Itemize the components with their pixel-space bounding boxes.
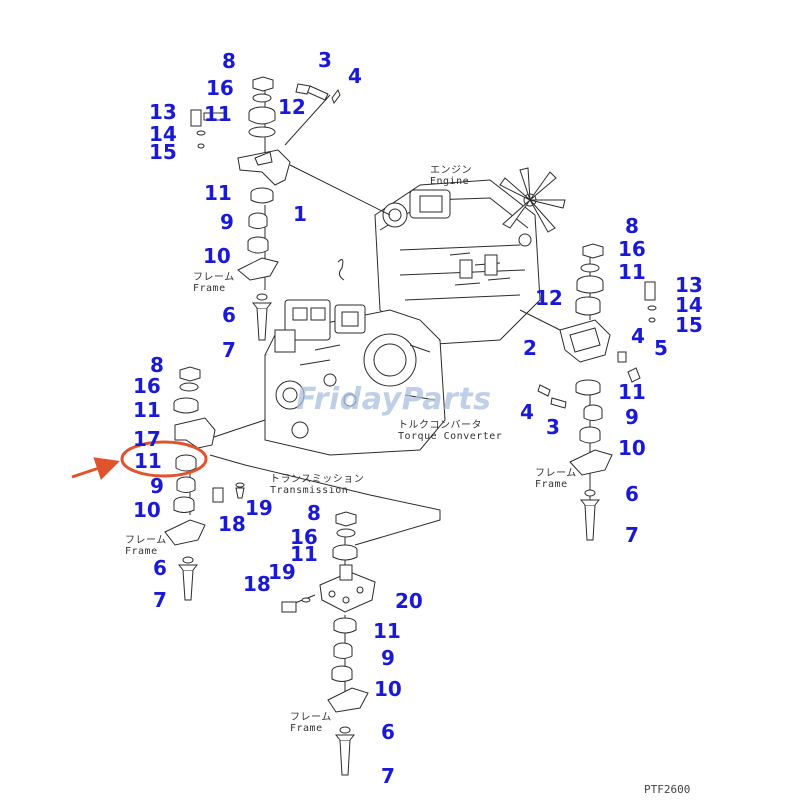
callout-11: 11 [133,398,161,422]
callout-10: 10 [203,244,231,268]
mount-stack-top-left [190,76,341,341]
callout-11: 11 [204,102,232,126]
linework [164,76,657,776]
callout-5: 5 [654,336,668,360]
callout-7: 7 [222,338,236,362]
callout-9: 9 [381,646,395,670]
callout-11-highlighted: 11 [134,449,162,473]
callout-9: 9 [150,474,164,498]
callout-7: 7 [625,523,639,547]
mount-stack-top-right [537,243,657,541]
callout-14: 14 [149,122,177,146]
drawing-reference: PTF2600 [644,783,691,796]
callout-8: 8 [222,49,236,73]
callout-7: 7 [153,588,167,612]
callout-6: 6 [381,720,395,744]
callout-3: 3 [546,415,560,439]
engine-block [374,179,541,346]
callout-18: 18 [243,572,271,596]
mount-stack-bottom-center [281,511,376,776]
callout-16: 16 [206,76,234,100]
callout-8: 8 [150,353,164,377]
callout-19: 19 [268,560,296,584]
callout-19: 19 [245,496,273,520]
callout-1: 1 [293,202,307,226]
callout-6: 6 [625,482,639,506]
highlight-ellipse [120,440,208,478]
callout-14: 14 [675,293,703,317]
callout-12: 12 [535,286,563,310]
callout-6: 6 [153,556,167,580]
callout-8: 8 [307,501,321,525]
callout-11: 11 [618,380,646,404]
callout-4: 4 [631,324,645,348]
callout-9: 9 [220,210,234,234]
callout-6: 6 [222,303,236,327]
callout-18: 18 [218,512,246,536]
callout-9: 9 [625,405,639,429]
callout-2: 2 [523,336,537,360]
callout-10: 10 [374,677,402,701]
callout-4: 4 [348,64,362,88]
callout-16: 16 [290,525,318,549]
transmission-housing [264,299,446,456]
hose-clip [337,259,345,281]
watermark-logo: FridayParts [296,382,492,417]
fan [499,167,566,233]
callout-12: 12 [278,95,306,119]
callout-8: 8 [625,214,639,238]
highlight-arrow [71,457,120,481]
callout-13: 13 [675,273,703,297]
callout-15: 15 [675,313,703,337]
callout-10: 10 [618,436,646,460]
callout-4: 4 [520,400,534,424]
callout-20: 20 [395,589,423,613]
callout-11: 11 [204,181,232,205]
callout-16: 16 [618,237,646,261]
callout-11: 11 [618,260,646,284]
callout-11: 11 [290,542,318,566]
callout-3: 3 [318,48,332,72]
callout-15: 15 [149,140,177,164]
callout-11: 11 [373,619,401,643]
callout-17: 17 [133,427,161,451]
mount-stack-middle-left [164,366,245,601]
callout-16: 16 [133,374,161,398]
callout-10: 10 [133,498,161,522]
callout-13: 13 [149,100,177,124]
callout-7: 7 [381,764,395,788]
